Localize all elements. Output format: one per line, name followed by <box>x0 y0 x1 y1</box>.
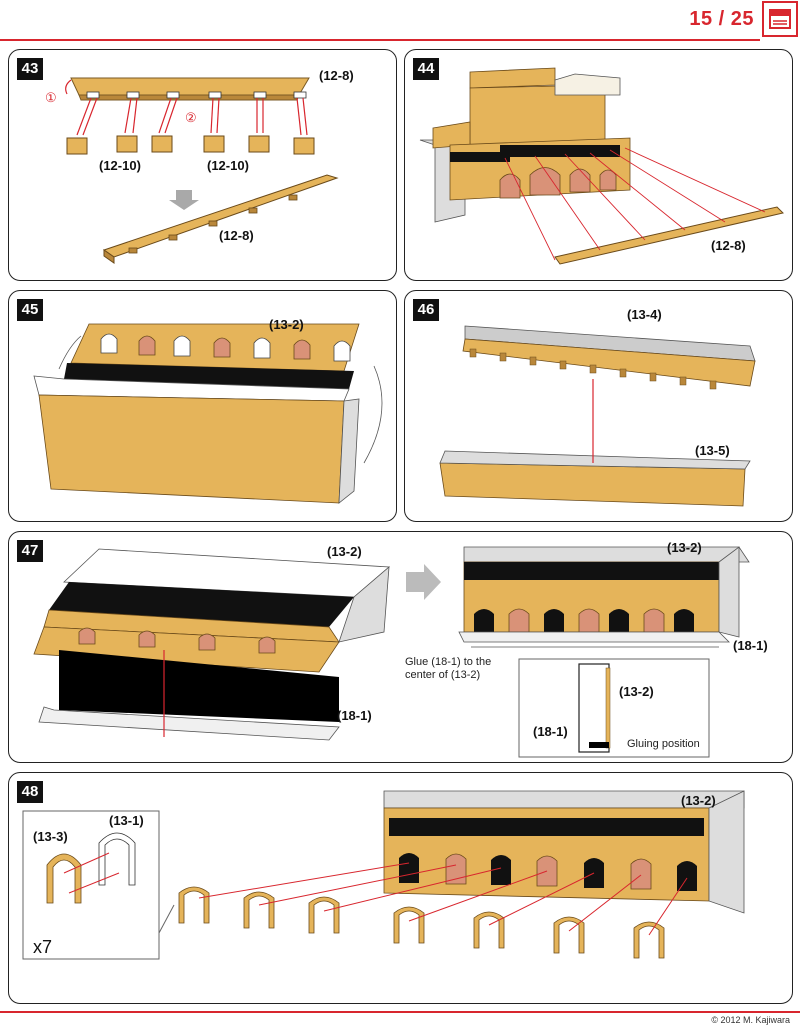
step-44-panel: 44 (12-8) <box>404 49 793 281</box>
step-48-panel: 48 <box>8 772 793 1004</box>
step-46-number: 46 <box>413 299 439 321</box>
step-47-inset-label-18-1: (18-1) <box>533 724 568 739</box>
step-43-marker-2: ② <box>185 110 197 125</box>
step-47-label-13-2: (13-2) <box>327 544 362 559</box>
book-icon[interactable] <box>762 1 798 37</box>
step-43-panel: 43 (12-8) (12 <box>8 49 397 281</box>
step-48-multiplier: x7 <box>33 937 53 957</box>
step-47-label-18-1-result: (18-1) <box>733 638 768 653</box>
step-43-number: 43 <box>17 58 43 80</box>
step-46-panel: 46 (13-4) (13-5) <box>404 290 793 522</box>
step-45-panel: 45 (13-2) <box>8 290 397 522</box>
step-48-number: 48 <box>17 781 43 803</box>
copyright: © 2012 M. Kajiwara <box>711 1015 790 1025</box>
step-46-label-top: (13-4) <box>627 307 662 322</box>
footer-divider <box>0 1011 800 1013</box>
step-46-label-bottom: (13-5) <box>695 443 730 458</box>
step-47-label-18-1: (18-1) <box>337 708 372 723</box>
step-47-label-13-2-result: (13-2) <box>667 540 702 555</box>
step-47-inset-label-13-2: (13-2) <box>619 684 654 699</box>
step-48-label-13-1: (13-1) <box>109 813 144 828</box>
page-number: 15 / 25 <box>689 8 754 30</box>
header-divider <box>0 39 760 41</box>
step-43-label-result: (12-8) <box>219 228 254 243</box>
step-44-number: 44 <box>413 58 439 80</box>
step-43-marker-1: ① <box>45 90 57 105</box>
step-45-diagram <box>33 323 383 504</box>
step-48-label-13-2: (13-2) <box>681 793 716 808</box>
step-47-diagram <box>33 546 750 758</box>
step-46-diagram <box>439 325 756 507</box>
step-48-label-13-3: (13-3) <box>33 829 68 844</box>
step-43-label-bracket-left: (12-10) <box>99 158 141 173</box>
step-48-diagram <box>22 790 745 960</box>
step-47-gluing-position-caption: Gluing position <box>627 738 700 750</box>
step-43-diagram <box>65 77 339 264</box>
step-47-number: 47 <box>17 540 43 562</box>
step-43-label-top: (12-8) <box>319 68 354 83</box>
step-44-label: (12-8) <box>711 238 746 253</box>
step-45-label: (13-2) <box>269 317 304 332</box>
step-45-number: 45 <box>17 299 43 321</box>
step-44-diagram <box>419 67 784 265</box>
step-47-panel: 47 (13-2) (18-1) (13- <box>8 531 793 763</box>
step-47-glue-note: Glue (18-1) to the center of (13-2) <box>405 656 492 681</box>
step-43-label-bracket-right: (12-10) <box>207 158 249 173</box>
